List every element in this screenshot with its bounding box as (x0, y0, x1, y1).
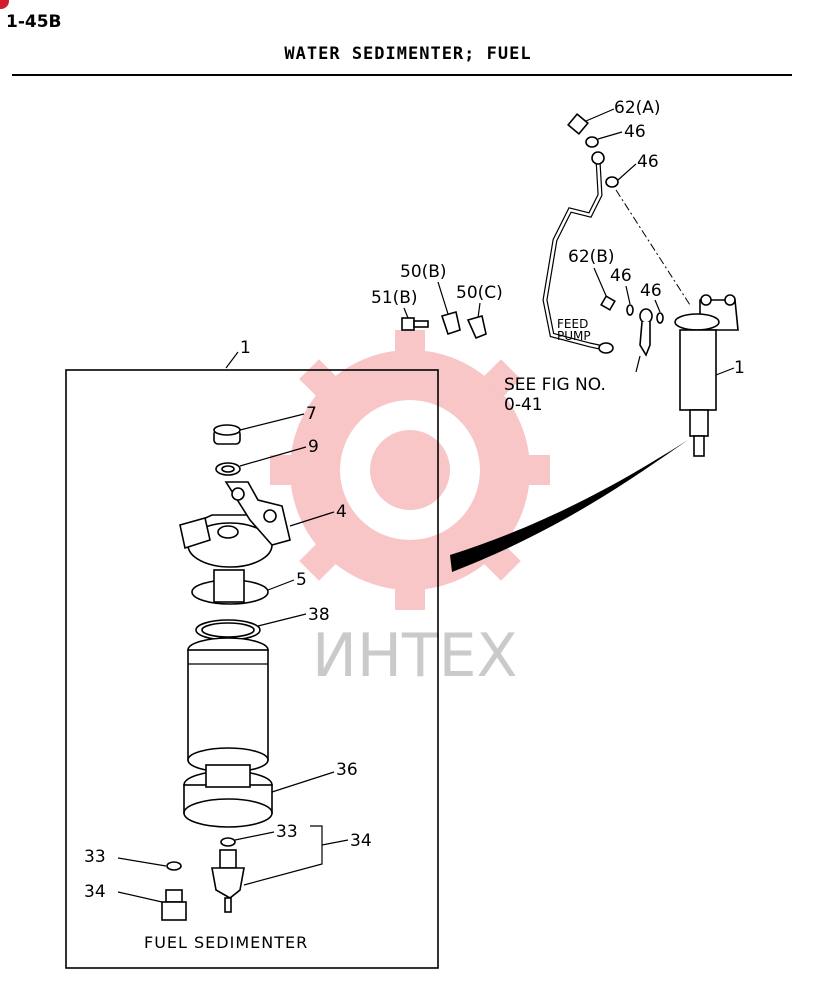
drain-valve-34-top (219, 849, 237, 869)
callout-5: 5 (296, 570, 307, 590)
feed-pump-line1: FEED (557, 317, 588, 331)
callout-51b: 51(B) (371, 288, 418, 308)
callout-46-low-a: 46 (610, 266, 632, 286)
exploded-view: 1 7 9 4 5 38 (65, 338, 439, 969)
callout-33-right: 33 (276, 822, 298, 842)
plug-34-body (161, 901, 187, 921)
callout-34-right: 34 (350, 831, 372, 851)
oring-33-right (220, 837, 236, 847)
bolt-51b-head (401, 317, 415, 331)
callout-36: 36 (336, 760, 358, 780)
callout-7: 7 (306, 404, 317, 424)
page-code: 1-45B (6, 12, 62, 32)
washer-46-mid (605, 176, 619, 188)
title-rule (12, 74, 792, 76)
callout-50b: 50(B) (400, 262, 447, 282)
callout-34-left: 34 (84, 882, 106, 902)
washer-46-low-b (656, 312, 664, 324)
centerline-46 (615, 189, 691, 306)
fitting-62a (567, 113, 589, 135)
callout-38: 38 (308, 605, 330, 625)
clip-50b (440, 310, 461, 336)
detail-pointer (450, 440, 688, 572)
callout-1-assembly: 1 (734, 358, 745, 378)
washer-46-low-a (626, 304, 634, 316)
callout-50c: 50(C) (456, 283, 503, 303)
callout-46-mid: 46 (637, 152, 659, 172)
upper-assembly: 62(A) 46 46 62(B) 46 46 FEED PUMP SEE FI… (371, 98, 745, 457)
callout-1-box: 1 (240, 338, 251, 358)
callout-9: 9 (308, 437, 319, 457)
watermark-gear-hole (340, 400, 480, 540)
washer-46-top (585, 136, 599, 148)
callout-33-left: 33 (84, 847, 106, 867)
watermark-gear-body (290, 350, 530, 590)
detail-box (65, 369, 439, 969)
bolt-51b-shank (413, 320, 429, 328)
see-fig-line2: 0-41 (504, 395, 543, 415)
see-fig-line1: SEE FIG NO. (504, 375, 606, 395)
feed-pump-line2: PUMP (557, 329, 591, 343)
watermark-logo (270, 330, 550, 610)
small-bowl (679, 329, 717, 411)
caption-fuel-sedimenter: FUEL SEDIMENTER (144, 933, 308, 952)
watermark-text: ИНТЕХ (312, 621, 518, 691)
fitting-62b (600, 295, 616, 311)
eye-bolt (639, 308, 653, 324)
callout-46-top: 46 (624, 122, 646, 142)
clip-50c (466, 314, 487, 340)
callout-62b: 62(B) (568, 247, 615, 267)
corner-badge (0, 0, 9, 9)
plug-34-top (165, 889, 183, 903)
page-title: WATER SEDIMENTER; FUEL (284, 44, 532, 64)
bowl-38-body (187, 649, 269, 761)
watermark-gear-teeth (270, 330, 550, 610)
pipe-eye-bottom (598, 342, 614, 354)
oring-33-left (166, 861, 182, 871)
eye-hose (639, 321, 651, 357)
drain-valve-34-body (211, 867, 245, 899)
callout-4: 4 (336, 502, 347, 522)
pipe-eye-top (591, 151, 605, 165)
callout-62a: 62(A) (614, 98, 661, 118)
callout-46-low-b: 46 (640, 281, 662, 301)
